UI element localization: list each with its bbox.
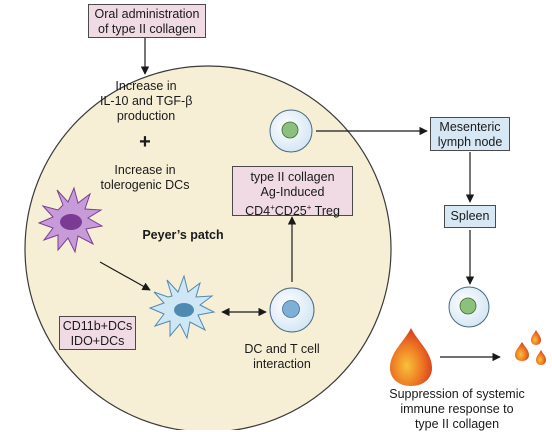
immature-dendritic-cell [37, 186, 104, 254]
interaction-line-2: interaction [253, 357, 311, 371]
treg-cd4-sup: + [270, 203, 275, 212]
treg-cell [269, 109, 313, 153]
dc-box-line-2: IDO+DCs [70, 334, 125, 348]
systemic-treg-cell [448, 286, 490, 328]
treg-box-line-2: Ag-Induced [260, 185, 325, 199]
treg-box-line-1: type II collagen [250, 170, 335, 184]
inflammation-drop-icon [390, 328, 432, 386]
spleen-box: Spleen [444, 205, 496, 228]
peyers-patch-label: Peyer’s patch [142, 228, 224, 242]
suppression-line-3: type II collagen [414, 417, 500, 431]
suppression-text: Suppression of systemic immune response … [382, 387, 532, 432]
spleen-label: Spleen [450, 209, 490, 223]
dc-subtype-box: CD11b+DCs IDO+DCs [59, 316, 136, 350]
dc-tcell-interaction-text: DC and T cell interaction [232, 342, 332, 372]
oral-administration-box: Oral administration of type II collagen [88, 4, 206, 38]
tolero-line-2: tolerogenic DCs [100, 178, 190, 192]
tolerogenic-dcs-text: Increase in tolerogenic DCs [95, 163, 195, 193]
small-drop-icon-2 [531, 330, 541, 345]
tolerogenic-dendritic-cell [148, 274, 216, 340]
small-drop-icon-3 [536, 350, 546, 365]
interaction-line-1: DC and T cell [244, 342, 320, 356]
mesenteric-line-2: lymph node [437, 135, 503, 149]
peyers-patch-region [24, 65, 392, 430]
suppression-line-2: immune response to [400, 402, 514, 416]
il10-line-2: IL-10 and TGF-β [100, 94, 193, 108]
tolero-line-1: Increase in [114, 163, 176, 177]
plus-sign: + [139, 131, 151, 153]
il10-line-1: Increase in [115, 79, 177, 93]
suppression-line-1: Suppression of systemic [389, 387, 525, 401]
mesenteric-lymph-node-box: Mesenteric lymph node [430, 117, 510, 151]
il10-line-3: production [116, 109, 176, 123]
small-drop-icon-1 [515, 342, 529, 361]
arrow-immature-to-tolerogenic [99, 261, 151, 291]
treg-cd25-sup: + [306, 203, 312, 212]
dc-box-line-1: CD11b+DCs [62, 319, 133, 333]
treg-cd25: CD25 [274, 204, 307, 219]
treg-treg: Treg [311, 204, 340, 219]
oral-box-line-2: of type II collagen [98, 22, 196, 36]
il10-tgf-text: Increase in IL-10 and TGF-β production [100, 79, 192, 124]
treg-cd4: CD4 [245, 204, 271, 219]
treg-box-line-3: CD4+CD25+ Treg [233, 200, 352, 219]
oral-box-line-1: Oral administration [94, 7, 200, 21]
mesenteric-line-1: Mesenteric [439, 120, 501, 134]
t-cell [269, 287, 315, 333]
treg-box: type II collagen Ag-Induced CD4+CD25+ Tr… [232, 166, 353, 219]
